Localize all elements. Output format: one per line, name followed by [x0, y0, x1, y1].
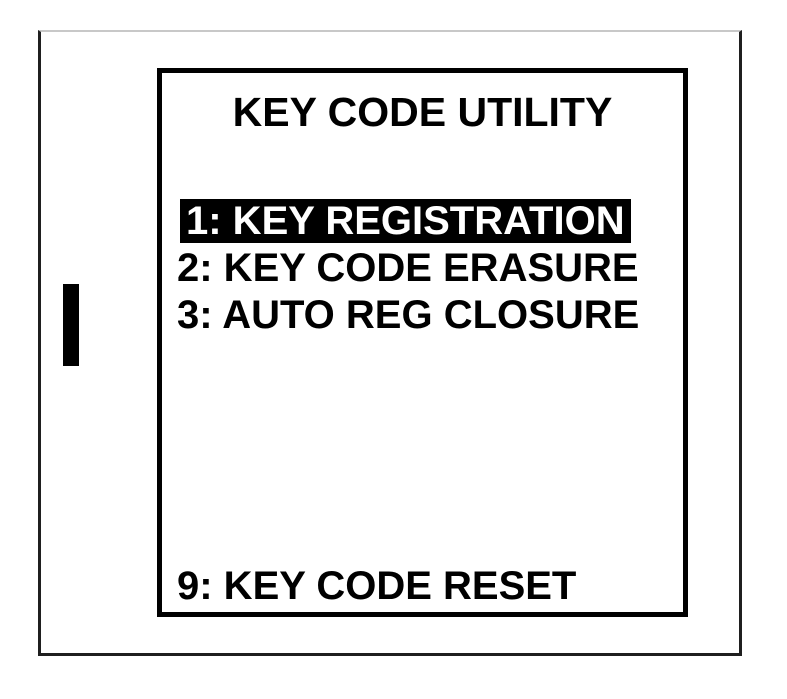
menu-item-auto-reg-closure[interactable]: 3: AUTO REG CLOSURE — [177, 293, 640, 337]
screen-title: KEY CODE UTILITY — [232, 89, 613, 135]
cursor-marker-bar — [63, 284, 79, 366]
menu-item-key-code-reset[interactable]: 9: KEY CODE RESET — [177, 564, 577, 608]
menu-list: 1: KEY REGISTRATION 2: KEY CODE ERASURE … — [177, 198, 639, 339]
menu-item-key-code-erasure[interactable]: 2: KEY CODE ERASURE — [177, 246, 639, 290]
menu-item-key-registration[interactable]: 1: KEY REGISTRATION — [177, 198, 639, 245]
menu-screen: KEY CODE UTILITY 1: KEY REGISTRATION 2: … — [157, 68, 688, 617]
selected-item-highlight: 1: KEY REGISTRATION — [180, 199, 631, 243]
